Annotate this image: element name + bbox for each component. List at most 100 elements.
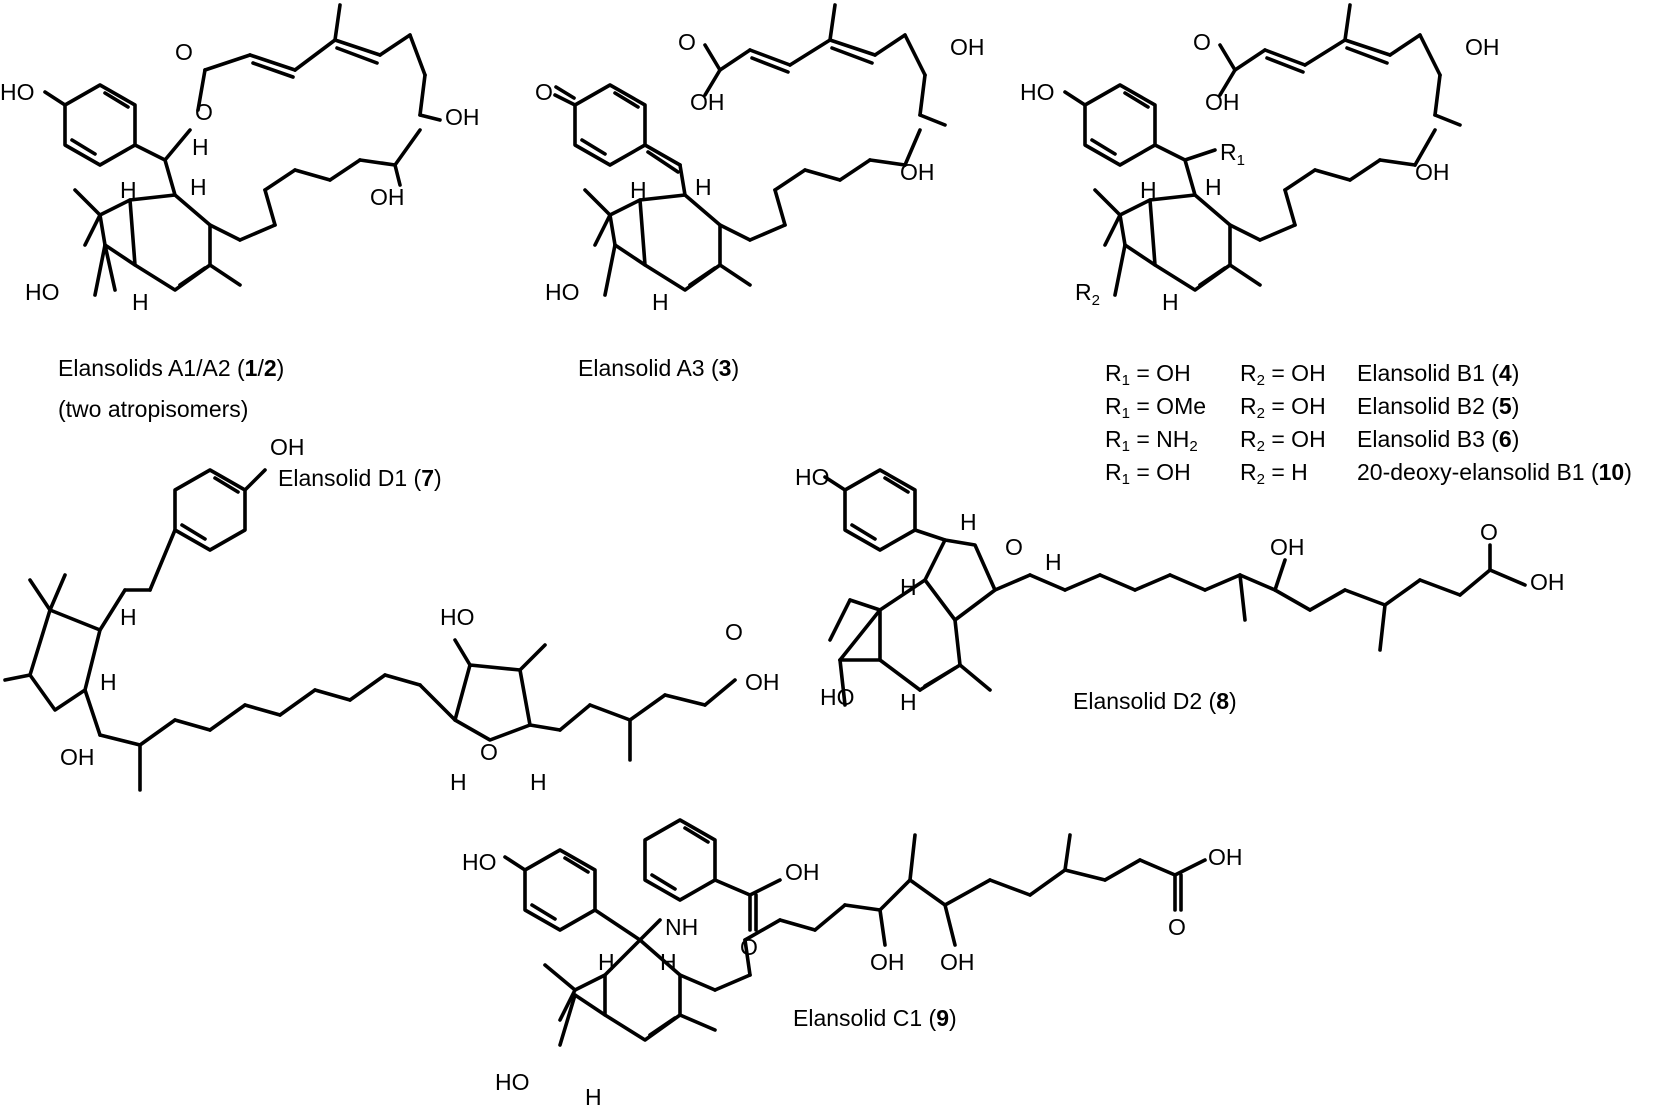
oh-label: OH — [270, 434, 305, 460]
h-label: H — [1045, 549, 1062, 575]
caption-close: ) — [1228, 688, 1237, 714]
caption-close: ) — [948, 1005, 957, 1031]
nh-label: NH — [665, 914, 698, 940]
ho-label: HO — [795, 464, 830, 490]
caption-elansolid-d1: Elansolid D1 (7) — [278, 465, 442, 492]
oh-label: OH — [370, 184, 405, 210]
o-label: O — [1193, 29, 1211, 55]
r2-cell: R2 = OH — [1240, 426, 1326, 455]
ho-label: HO — [1020, 79, 1055, 105]
oh-label: OH — [1415, 159, 1450, 185]
r2-cell: R2 = OH — [1240, 360, 1326, 389]
o-label: O — [175, 39, 193, 65]
compound-number: 2 — [263, 355, 277, 381]
ho-label: HO — [495, 1069, 530, 1095]
caption-close: ) — [731, 355, 740, 381]
h-label: H — [120, 177, 137, 203]
h-label: H — [630, 177, 647, 203]
oh-label: OH — [950, 34, 985, 60]
o-label: O — [725, 619, 743, 645]
ho-label: HO — [0, 79, 35, 105]
caption-text: Elansolids A1/A2 ( — [58, 355, 245, 381]
oh-label: OH — [900, 159, 935, 185]
caption-elansolids-a1-a2: Elansolids A1/A2 (1/2) — [58, 355, 284, 382]
h-label: H — [900, 689, 917, 715]
caption-separator: / — [257, 355, 264, 381]
ho-label: HO — [440, 604, 475, 630]
r1-cell: R1 = OMe — [1105, 393, 1207, 422]
h-label: H — [660, 949, 677, 975]
caption-text: Elansolid A3 ( — [578, 355, 719, 381]
caption-close: ) — [433, 465, 442, 491]
oh-label: OH — [690, 89, 725, 115]
oh-label: OH — [1465, 34, 1500, 60]
o-label: O — [535, 79, 553, 105]
r1-label: R1 — [1220, 139, 1245, 169]
h-label: H — [192, 134, 209, 160]
compound-number: 1 — [244, 355, 258, 381]
structure-elansolid-a3: O O OH OH OH H H H HO — [535, 3, 985, 315]
caption-atropisomers-note: (two atropisomers) — [58, 396, 249, 422]
h-label: H — [652, 289, 669, 315]
caption-elansolid-c1: Elansolid C1 (9) — [793, 1005, 957, 1032]
h-label: H — [100, 669, 117, 695]
r1-cell: R1 = NH2 — [1105, 426, 1198, 455]
ho-label: HO — [545, 279, 580, 305]
o-label: O — [1005, 534, 1023, 560]
h-label: H — [1162, 289, 1179, 315]
r2-cell: R2 = OH — [1240, 393, 1326, 422]
structure-elansolid-d2: HO H O H H H HO OH O OH — [795, 464, 1565, 715]
compound-number: 9 — [936, 1005, 949, 1031]
r2-cell: R2 = H — [1240, 459, 1308, 488]
h-label: H — [1205, 174, 1222, 200]
h-label: H — [132, 289, 149, 315]
oh-label: OH — [940, 949, 975, 975]
o-label: O — [1480, 519, 1498, 545]
o-label: O — [678, 29, 696, 55]
compound-number: 3 — [718, 355, 732, 381]
ho-label: HO — [25, 279, 60, 305]
oh-label: OH — [1205, 89, 1240, 115]
caption-text: Elansolid C1 ( — [793, 1005, 937, 1031]
h-label: H — [530, 769, 547, 795]
compound-name-cell: Elansolid B2 (5) — [1357, 393, 1520, 419]
structure-elansolid-d1: OH OH H H HO O H H O OH — [3, 434, 780, 795]
compound-number: 7 — [421, 465, 434, 491]
oh-label: OH — [445, 104, 480, 130]
oh-label: OH — [60, 744, 95, 770]
structure-elansolid-c1: HO NH O OH H H H HO OH OH O OH — [462, 818, 1243, 1110]
oh-label: OH — [1530, 569, 1565, 595]
caption-elansolid-d2: Elansolid D2 (8) — [1073, 688, 1237, 715]
r1-cell: R1 = OH — [1105, 360, 1191, 389]
h-label: H — [120, 604, 137, 630]
o-label: O — [1168, 914, 1186, 940]
h-label: H — [585, 1084, 602, 1110]
caption-close: ) — [276, 355, 285, 381]
caption-text: Elansolid D1 ( — [278, 465, 422, 491]
compound-name-cell: 20-deoxy-elansolid B1 (10) — [1357, 459, 1632, 485]
compound-number: 8 — [1216, 688, 1229, 714]
r1-cell: R1 = OH — [1105, 459, 1191, 488]
oh-label: OH — [785, 859, 820, 885]
h-label: H — [1140, 177, 1157, 203]
o-label: O — [480, 739, 498, 765]
h-label: H — [900, 574, 917, 600]
h-label: H — [190, 174, 207, 200]
ho-label: HO — [462, 849, 497, 875]
compound-name-cell: Elansolid B3 (6) — [1357, 426, 1520, 452]
oh-label: OH — [1270, 534, 1305, 560]
structure-elansolid-b-general: HO O OH OH OH R1 H H H R2 — [1020, 3, 1500, 315]
h-label: H — [960, 509, 977, 535]
h-label: H — [450, 769, 467, 795]
o-label: O — [195, 99, 213, 125]
ho-label: HO — [820, 684, 855, 710]
h-label: H — [695, 174, 712, 200]
o-label: O — [740, 934, 758, 960]
compound-name-cell: Elansolid B1 (4) — [1357, 360, 1520, 386]
h-label: H — [598, 949, 615, 975]
rgroup-table: R1 = OH R2 = OH Elansolid B1 (4) R1 = OM… — [1105, 360, 1650, 488]
caption-text: Elansolid D2 ( — [1073, 688, 1217, 714]
caption-elansolid-a3: Elansolid A3 (3) — [578, 355, 739, 382]
oh-label: OH — [870, 949, 905, 975]
